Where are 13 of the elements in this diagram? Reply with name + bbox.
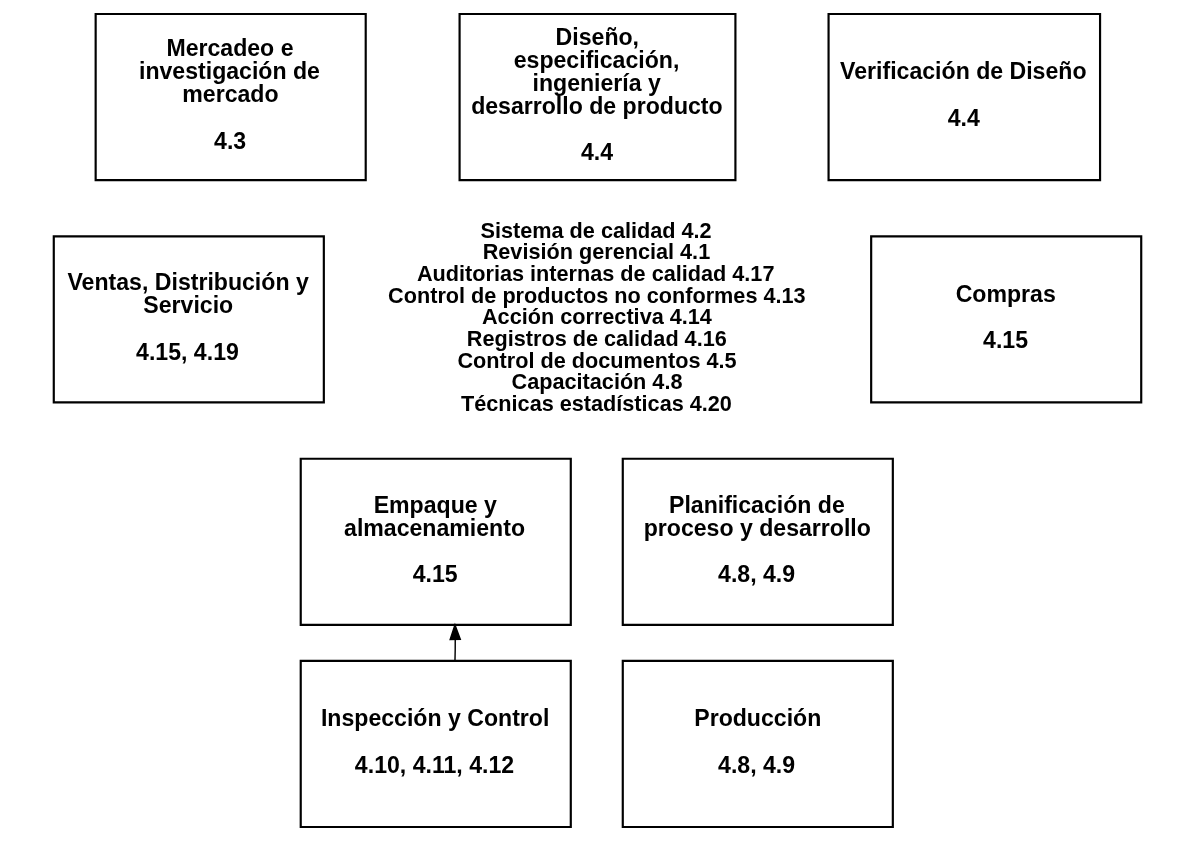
node-box: Mercadeo e investigación de mercado 4.3 [94,12,367,182]
node-box: Ventas, Distribución y Servicio 4.15, 4.19 [52,235,325,404]
node-box: Compras 4.15 [870,235,1143,404]
node-box: Producción 4.8, 4.9 [621,659,894,829]
arrow [449,622,462,662]
label: Registros de calidad 4.16 [466,326,727,352]
node-box: Verificación de Diseño 4.4 [827,12,1102,182]
node-box: Inspección y Control 4.10, 4.11, 4.12 [299,659,572,829]
node-box: Planificación de proceso y desarrollo 4.8, 4.9 [621,457,894,626]
node-box: Empaque y almacenamiento 4.15 [299,457,572,626]
node-box: Diseño, especificación, ingeniería y desarrollo de producto 4.4 [458,12,737,182]
label: Control de productos no conformes 4.13 [388,282,806,308]
label: Capacitación 4.8 [511,369,683,395]
